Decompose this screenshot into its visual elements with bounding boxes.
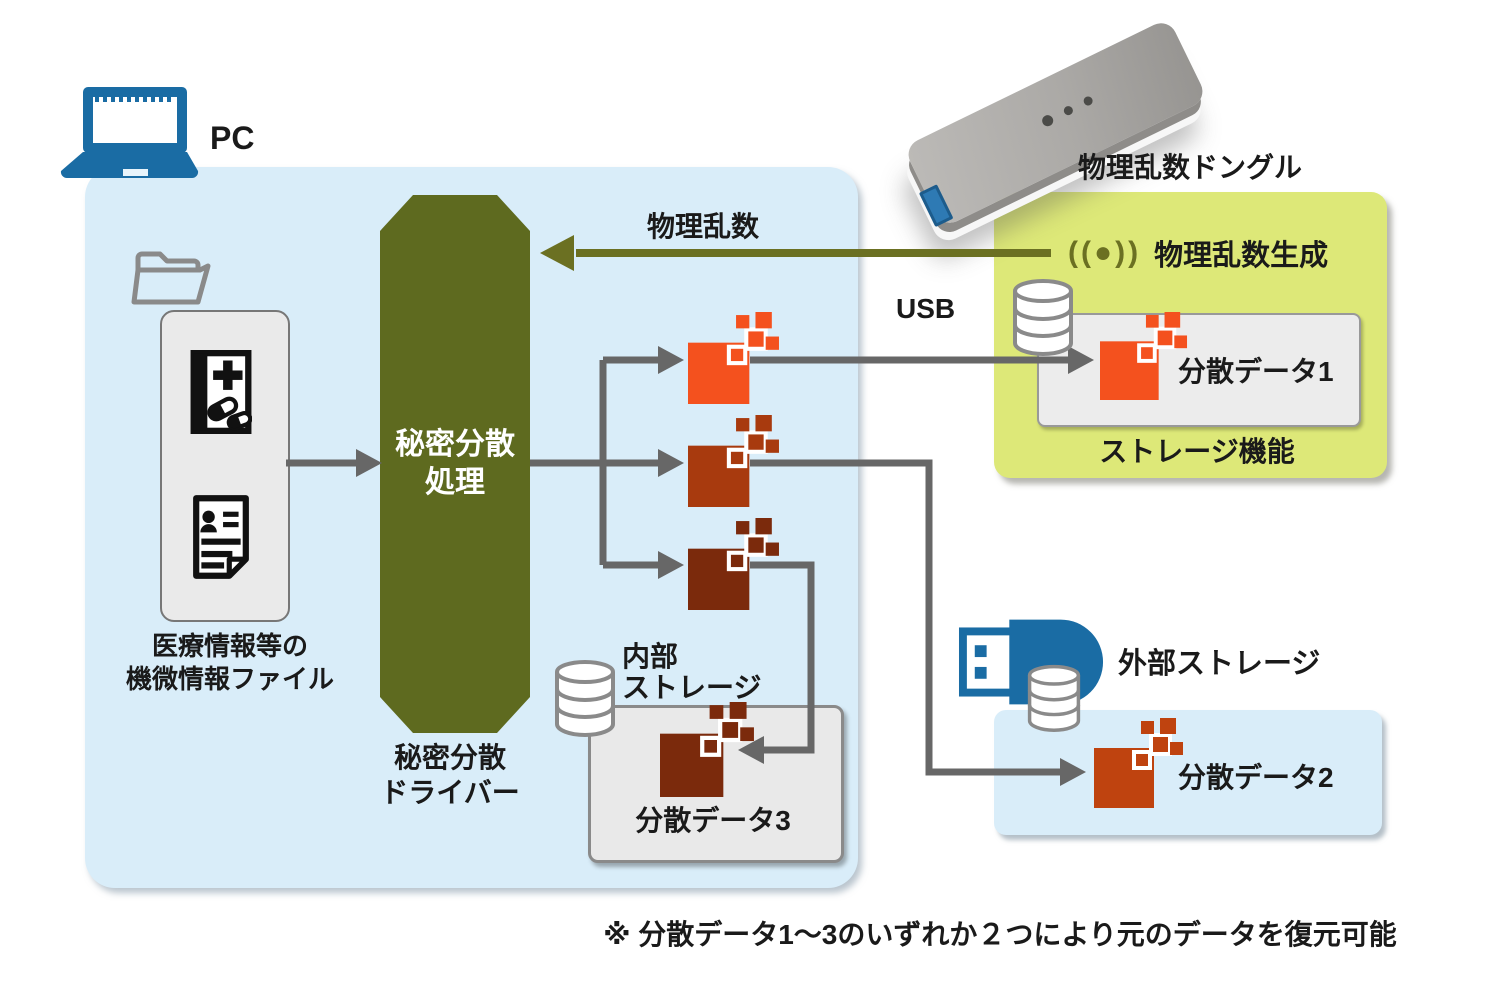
dongle-label: 物理乱数ドングル [1078, 152, 1303, 183]
data3-label: 分散データ3 [635, 805, 791, 836]
personal-document-icon [193, 495, 249, 579]
external-storage-title: 外部ストレージ [1118, 648, 1321, 680]
database-icon [553, 658, 617, 738]
fragment2-icon [688, 415, 780, 507]
source-file-caption: 医療情報等の 機微情報ファイル [125, 631, 334, 694]
random-number-dongle-image [878, 8, 1218, 243]
data1-label: 分散データ1 [1178, 356, 1334, 387]
fragment3-icon [688, 518, 780, 610]
secret-sharing-process-shape: 秘密分散 処理 [380, 195, 530, 733]
usb-connection-label: USB [896, 293, 956, 324]
radio-wave-icon: ((●)) [1068, 236, 1142, 269]
medical-record-icon [190, 350, 252, 434]
random-generator-label: 物理乱数生成 [1154, 240, 1329, 272]
database-icon [1010, 278, 1076, 356]
physical-random-arrow-label: 物理乱数 [646, 211, 759, 242]
storage-function-caption: ストレージ機能 [1099, 436, 1295, 467]
process-title: 秘密分散 処理 [395, 428, 515, 499]
secret-sharing-driver-caption: 秘密分散 ドライバー [380, 742, 520, 808]
footnote: ※ 分散データ1〜3のいずれか２つにより元のデータを復元可能 [603, 919, 1397, 950]
dongle-usb-port [918, 184, 954, 228]
dongle-body [903, 17, 1208, 229]
folder-icon [131, 251, 211, 305]
dongle-dots [1040, 94, 1094, 129]
pc-label: PC [210, 120, 255, 156]
fragment-data2-icon [1094, 718, 1184, 808]
laptop-icon [60, 87, 199, 179]
fragment-data1-icon [1100, 312, 1188, 400]
internal-storage-title: 内部 ストレージ [622, 641, 762, 703]
fragment-data3-icon [660, 702, 755, 797]
data2-label: 分散データ2 [1178, 762, 1334, 793]
fragment1-icon [688, 312, 780, 404]
random-generator-row: ((●)) 物理乱数生成 [1068, 232, 1328, 274]
database-icon [1026, 664, 1082, 732]
